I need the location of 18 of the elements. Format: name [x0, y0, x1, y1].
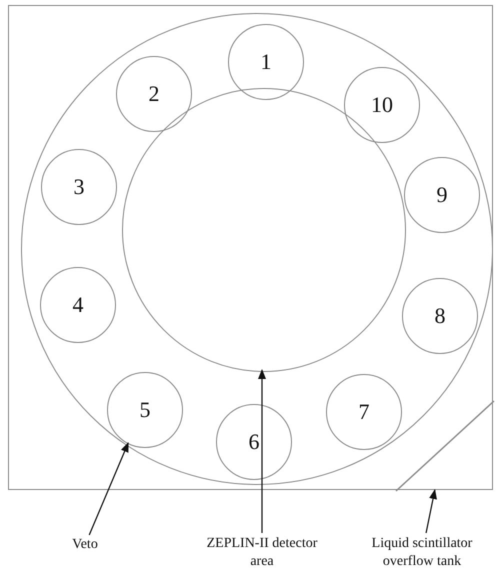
veto-number: 9 — [436, 182, 448, 208]
ring-circle — [122, 88, 406, 372]
caption-text: ZEPLIN-II detector area — [206, 534, 318, 571]
veto-number: 8 — [434, 303, 446, 329]
veto-number: 2 — [148, 81, 160, 107]
leader-arrow — [88, 442, 129, 536]
veto-number: 6 — [248, 429, 260, 455]
veto-number: 3 — [74, 174, 84, 200]
overflow-tank-region — [396, 401, 494, 491]
veto-number: 4 — [72, 292, 84, 318]
leader-arrow — [258, 369, 266, 533]
veto-number: 7 — [358, 399, 370, 425]
veto-number: 1 — [260, 49, 272, 75]
veto-number: 5 — [140, 397, 150, 423]
veto-number: 10 — [371, 92, 393, 118]
caption-text: Veto — [72, 536, 98, 554]
caption-text: Liquid scintillator overflow tank — [370, 534, 474, 571]
leader-arrow — [425, 489, 437, 534]
